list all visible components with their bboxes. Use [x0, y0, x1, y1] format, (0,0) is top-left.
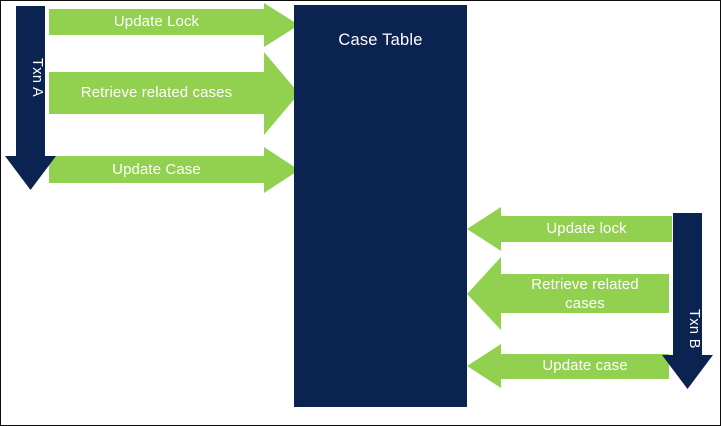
- message-arrow-right-update-case[interactable]: Update case: [467, 343, 669, 389]
- message-arrow-left-update-case-label: Update Case: [112, 161, 201, 178]
- message-arrow-left-update-case[interactable]: Update Case: [49, 146, 299, 194]
- txn-a-arrow[interactable]: Txn A: [4, 6, 57, 190]
- message-arrow-right-update-case-label: Update case: [542, 357, 628, 374]
- txn-a-label: Txn A: [29, 58, 45, 98]
- left-arrow-icon: [467, 257, 669, 330]
- message-arrow-right-update-lock-label: Update lock: [546, 220, 627, 237]
- down-arrow-icon: [5, 6, 56, 190]
- right-arrow-icon: [49, 3, 299, 47]
- right-arrow-icon: [49, 147, 299, 193]
- message-arrow-left-update-lock[interactable]: Update Lock: [49, 2, 299, 48]
- txn-b-label: Txn B: [686, 309, 702, 349]
- case-table-box[interactable]: Case Table: [294, 5, 467, 407]
- message-arrow-right-retrieve-related-cases-label: Retrieve related cases: [531, 276, 639, 312]
- case-table-label: Case Table: [338, 31, 423, 49]
- right-arrow-icon: [49, 52, 299, 135]
- message-arrow-left-update-lock-label: Update Lock: [113, 13, 200, 30]
- left-arrow-icon: [467, 344, 669, 388]
- left-arrow-icon: [467, 207, 672, 251]
- message-arrow-right-retrieve-related-cases[interactable]: Retrieve related cases: [467, 257, 669, 331]
- message-arrow-left-retrieve-related-cases-label: Retrieve related cases: [80, 84, 233, 101]
- message-arrow-left-retrieve-related-cases[interactable]: Retrieve related cases: [49, 52, 299, 135]
- txn-b-arrow[interactable]: Txn B: [661, 213, 714, 389]
- down-arrow-icon: [662, 213, 713, 389]
- message-arrow-right-update-lock[interactable]: Update lock: [467, 206, 672, 252]
